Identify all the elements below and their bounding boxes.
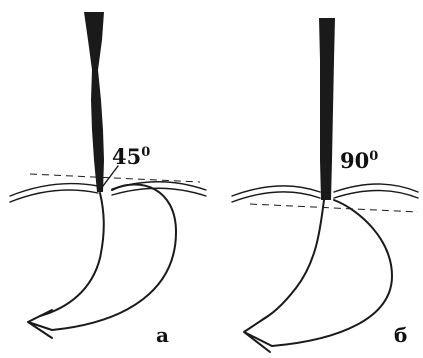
angle-degree-a: 0 [141, 145, 150, 160]
angle-label-b: 900 [340, 148, 378, 173]
reference-line-b [250, 204, 418, 212]
panel-b: 900 б [232, 18, 418, 352]
surface-lines-a [10, 182, 206, 202]
trajectory-b [262, 200, 392, 346]
angle-value-b: 90 [340, 148, 369, 173]
panel-label-b: б [394, 323, 407, 347]
instrument-a [84, 12, 104, 192]
instrument-b [319, 18, 335, 200]
angle-value-a: 45 [112, 144, 141, 169]
trajectory-a [40, 184, 176, 330]
panel-a: 450 а [10, 12, 206, 347]
angle-label-a: 450 [112, 144, 150, 169]
arrowhead-b [244, 316, 272, 352]
reference-line-a [30, 174, 200, 182]
angle-degree-b: 0 [369, 149, 378, 164]
panel-label-a: а [156, 323, 169, 347]
